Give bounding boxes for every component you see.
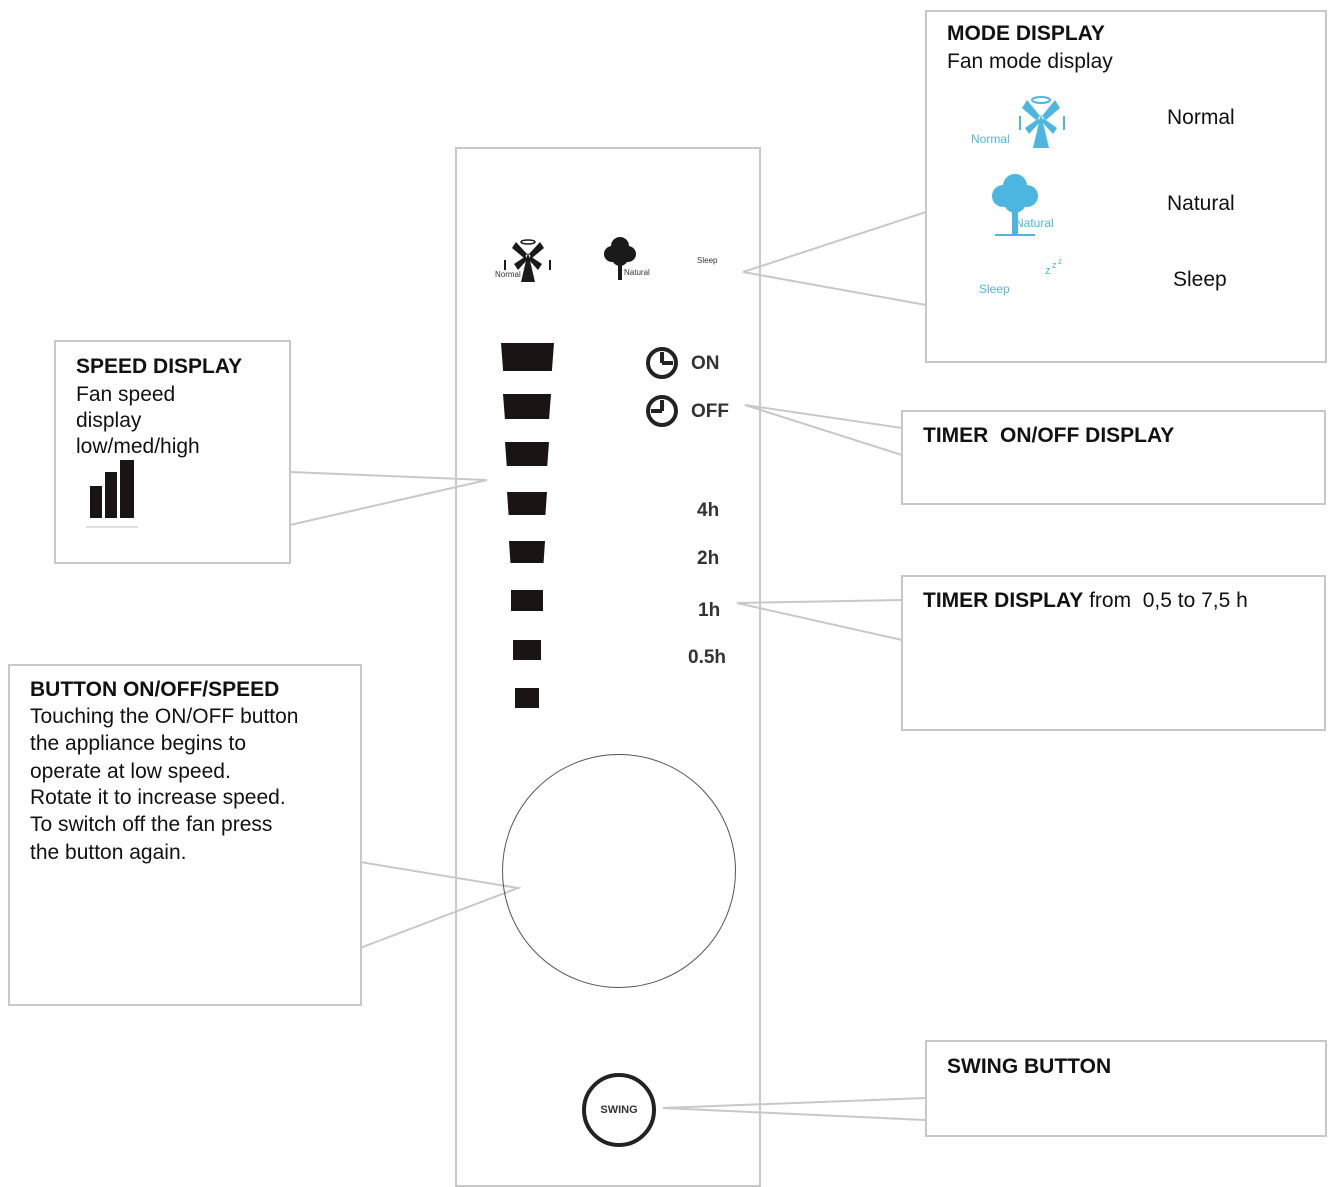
speed-display-line2: display [76,409,142,432]
panel-mode-normal-caption: Normal [495,270,521,279]
svg-text:z: z [1045,265,1051,277]
panel-mode-sleep[interactable]: Sleep [695,240,747,286]
timer-onoff-callout: TIMER ON/OFF DISPLAY [901,410,1326,505]
timer-on-label: ON [691,353,720,374]
clock-icon [646,347,678,379]
speed-bar-4 [509,541,545,563]
timer-off-indicator: OFF [645,394,745,428]
speed-bar-8 [501,343,554,371]
button-onoff-line2: the appliance begins to [30,732,246,755]
speed-bar-1 [515,688,539,708]
panel-mode-normal[interactable]: Normal [494,234,560,284]
mode-display-subtitle: Fan mode display [947,50,1113,73]
timer-display-callout: TIMER DISPLAY from 0,5 to 7,5 h [901,575,1326,731]
speed-bar-3 [511,590,543,611]
button-onoff-line6: the button again. [30,841,187,864]
speed-display-callout: SPEED DISPLAY Fan speed display low/med/… [54,340,291,564]
tree-icon [992,174,1038,236]
speed-display-title: SPEED DISPLAY [76,355,243,378]
button-onoff-line5: To switch off the fan press [30,813,273,836]
swing-button[interactable]: SWING [582,1073,656,1147]
mode-normal-label: Normal [1167,106,1235,129]
speed-bar-2 [513,640,541,660]
button-onoff-line3: operate at low speed. [30,760,231,783]
panel-mode-sleep-caption: Sleep [697,256,718,265]
windmill-icon [1019,96,1065,148]
timer-value-0-5h: 0.5h [688,647,727,668]
speed-bar-7 [503,394,551,419]
mode-sleep-label: Sleep [1173,268,1227,291]
timer-value-4h: 4h [697,500,720,521]
mode-sleep-icon-caption: Sleep [979,282,1010,296]
button-onoff-line1: Touching the ON/OFF button [30,705,299,728]
moon-icon: z z z [1009,257,1062,312]
panel-mode-natural[interactable]: Natural [598,234,658,284]
mode-natural-icon: Natural [985,170,1075,240]
mode-display-title: MODE DISPLAY [947,22,1105,45]
windmill-icon [504,239,551,282]
timer-value-2h: 2h [697,548,720,569]
mode-natural-label: Natural [1167,192,1235,215]
clock-icon [646,395,678,427]
timer-display-title-bold: TIMER DISPLAY [923,589,1084,612]
on-off-speed-knob[interactable] [502,754,736,988]
button-onoff-callout: BUTTON ON/OFF/SPEED Touching the ON/OFF … [8,664,362,1006]
timer-display-title-rest: from 0,5 to 7,5 h [1083,589,1248,612]
swing-button-callout: SWING BUTTON [925,1040,1327,1137]
button-onoff-title: BUTTON ON/OFF/SPEED [30,678,280,701]
svg-text:z: z [1052,260,1057,270]
mode-natural-icon-caption: Natural [1015,216,1054,230]
svg-text:z: z [1058,257,1062,266]
mode-display-callout: MODE DISPLAY Fan mode display Normal Nor… [925,10,1327,363]
button-onoff-line4: Rotate it to increase speed. [30,786,286,809]
timer-off-label: OFF [691,401,729,422]
mode-sleep-icon: z z z Sleep [979,256,1079,320]
signal-bars-icon [86,460,138,528]
speed-display-line1: Fan speed [76,383,176,406]
speed-bar-5 [507,492,547,515]
panel-mode-natural-caption: Natural [624,268,650,277]
timer-on-indicator: ON [645,346,735,380]
timer-display-title: TIMER DISPLAY from 0,5 to 7,5 h [923,589,1248,613]
timer-onoff-title: TIMER ON/OFF DISPLAY [923,424,1175,447]
swing-button-label: SWING [600,1104,638,1116]
speed-display-line3: low/med/high [76,435,200,458]
mode-normal-icon: Normal [969,88,1073,150]
mode-normal-icon-caption: Normal [971,132,1010,146]
timer-value-1h: 1h [698,600,721,621]
tree-icon [604,237,636,280]
speed-bar-6 [505,442,549,466]
swing-button-title: SWING BUTTON [947,1055,1112,1078]
